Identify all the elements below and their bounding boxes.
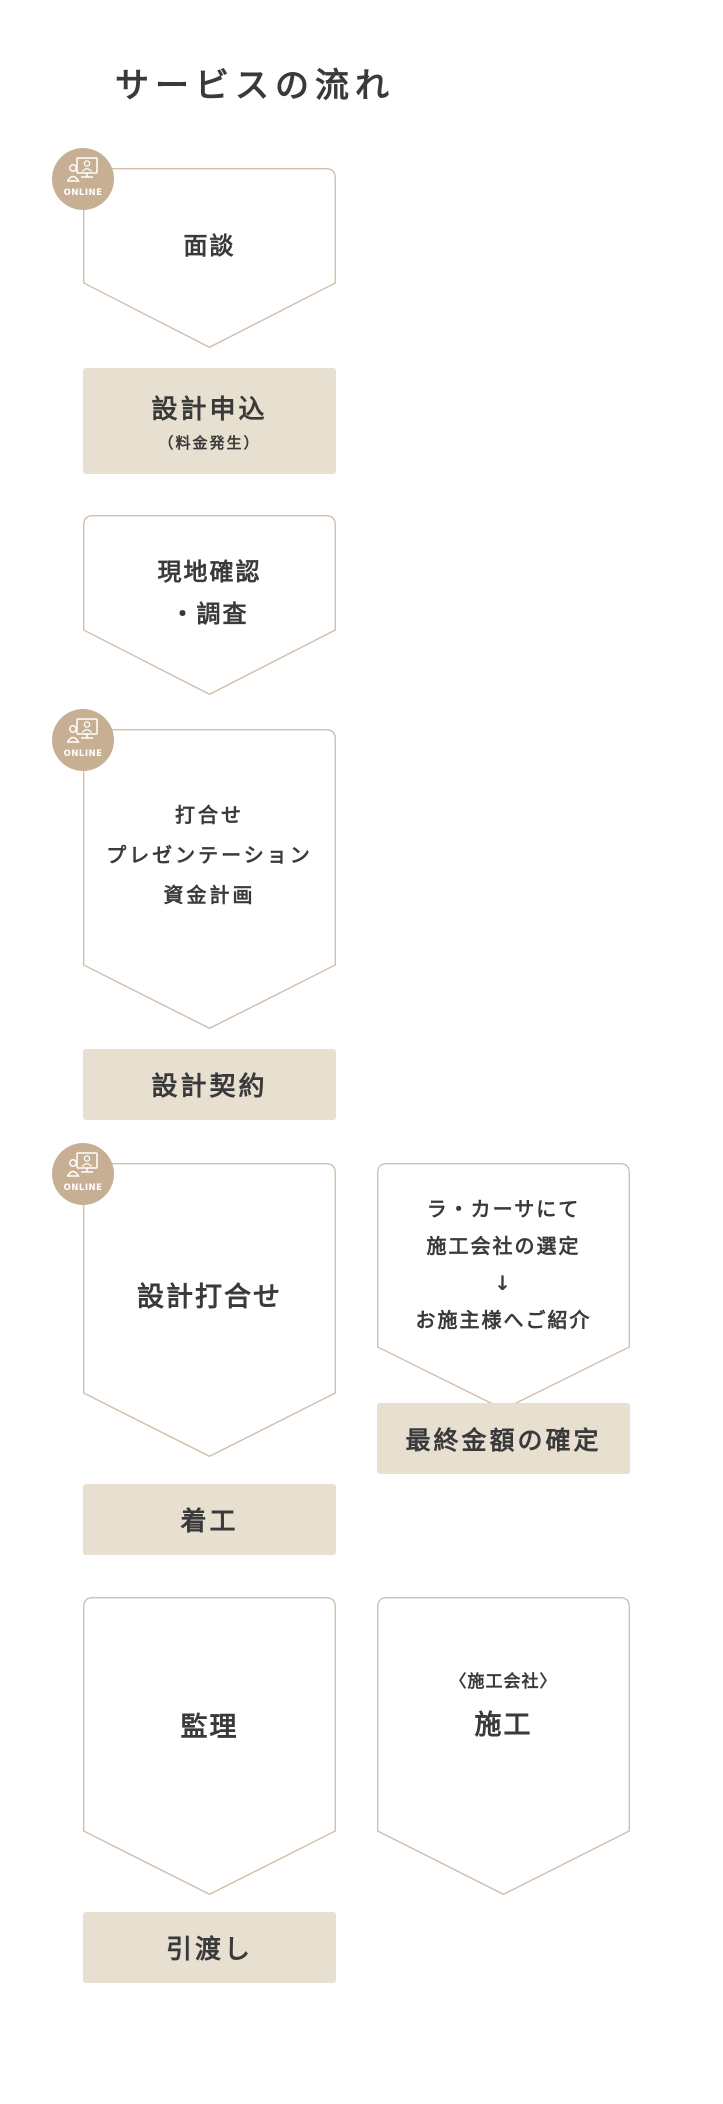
step-handover: 引渡し <box>83 1912 336 1983</box>
online-badge-label: ONLINE <box>63 749 103 759</box>
step-label: 面談 <box>83 226 336 261</box>
step-label: 監理 <box>83 1705 336 1744</box>
step-label-line: 資金計画 <box>163 883 256 907</box>
step-outline <box>377 1163 630 1411</box>
step-label-line: プレゼンテーション <box>106 843 313 867</box>
step-label: 現地確認 ・調査 <box>83 551 336 635</box>
step-outline <box>377 1597 630 1896</box>
video-call-icon <box>67 1152 98 1177</box>
step-final-amount: 最終金額の確定 <box>377 1403 630 1474</box>
video-call-icon <box>67 718 98 743</box>
step-label-line: 面談 <box>183 232 236 260</box>
step-label: 施工 <box>474 1710 533 1741</box>
step-label-line: ラ・カーサにて <box>426 1197 581 1221</box>
step-contractor-intro: ラ・カーサにて 施工会社の選定 ↓ お施主様へご紹介 <box>377 1163 630 1411</box>
page-title: サービスの流れ <box>115 66 395 106</box>
step-site-survey: 現地確認 ・調査 <box>83 515 336 696</box>
online-badge: ONLINE <box>52 709 114 771</box>
step-presentation: 打合せ プレゼンテーション 資金計画 <box>83 729 336 1030</box>
box-label: 引渡し <box>165 1935 253 1965</box>
step-design-application: 設計申込 （料金発生） <box>83 368 336 474</box>
step-label: ラ・カーサにて 施工会社の選定 ↓ お施主様へご紹介 <box>377 1191 630 1339</box>
step-outline <box>83 1597 336 1896</box>
step-label-line: 設計打合せ <box>137 1282 282 1313</box>
step-interview: 面談 <box>83 168 336 349</box>
box-label: 設計契約 <box>151 1072 268 1102</box>
step-label-line: 打合せ <box>175 803 244 827</box>
box-sublabel: （料金発生） <box>158 434 261 452</box>
online-badge-label: ONLINE <box>63 188 103 198</box>
box-label: 設計申込 <box>151 395 268 425</box>
step-outline <box>83 515 336 696</box>
step-label-line: 監理 <box>180 1712 239 1743</box>
step-label-line: 現地確認 <box>157 558 262 586</box>
step-construction: 〈施工会社〉 施工 <box>377 1597 630 1896</box>
online-badge: ONLINE <box>52 148 114 210</box>
arrow-down-icon: ↓ <box>494 1271 513 1295</box>
step-label: 設計打合せ <box>83 1275 336 1314</box>
step-sublabel: 〈施工会社〉 <box>449 1672 558 1692</box>
step-label-line: ・調査 <box>170 600 249 628</box>
online-badge-label: ONLINE <box>63 1183 103 1193</box>
step-label: 打合せ プレゼンテーション 資金計画 <box>83 795 336 915</box>
step-design-contract: 設計契約 <box>83 1049 336 1120</box>
step-label-line: お施主様へご紹介 <box>415 1308 592 1332</box>
step-supervision: 監理 <box>83 1597 336 1896</box>
box-label: 着工 <box>180 1507 239 1537</box>
step-construction-start: 着工 <box>83 1484 336 1555</box>
step-design-meeting: 設計打合せ <box>83 1163 336 1458</box>
online-badge: ONLINE <box>52 1143 114 1205</box>
box-label: 最終金額の確定 <box>405 1425 602 1455</box>
step-label-line: 施工会社の選定 <box>426 1234 581 1258</box>
video-call-icon <box>67 157 98 182</box>
